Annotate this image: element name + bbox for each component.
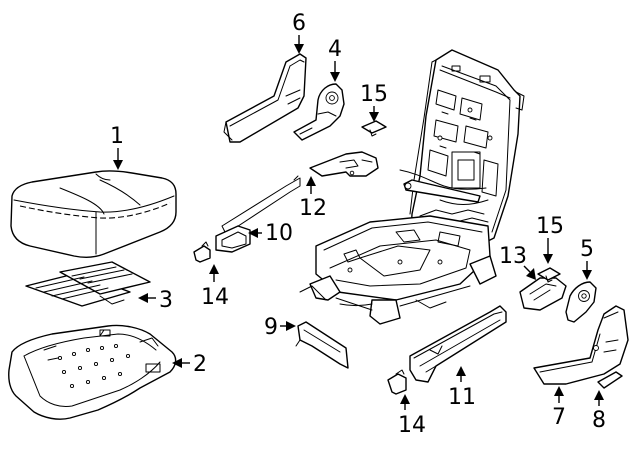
callout-2: 2 (172, 352, 207, 377)
callout-number: 6 (292, 11, 306, 36)
switch-panel (215, 175, 301, 253)
callout-number: 13 (499, 244, 527, 269)
callout-15-right: 15 (536, 214, 564, 264)
callout-15: 15 (360, 82, 388, 122)
callouts: 1 2 3 4 5 6 (110, 11, 606, 438)
callout-number: 11 (448, 385, 476, 410)
callout-14: 14 (201, 264, 229, 310)
callout-6: 6 (292, 11, 306, 54)
lower-trim-bracket (295, 321, 349, 369)
recliner-cover (293, 83, 345, 141)
callout-number: 9 (264, 315, 278, 340)
callout-7: 7 (552, 386, 566, 430)
callout-4: 4 (328, 37, 342, 82)
callout-number: 8 (592, 408, 606, 433)
callout-number: 4 (328, 37, 342, 62)
seat-heater-element (25, 261, 151, 307)
callout-11: 11 (448, 366, 476, 410)
side-shield-outer (533, 305, 629, 385)
callout-number: 1 (110, 124, 124, 149)
callout-number: 15 (536, 214, 564, 239)
callout-number: 10 (265, 221, 293, 246)
callout-8: 8 (592, 390, 606, 433)
push-fastener-right (537, 267, 561, 283)
clip-lower (387, 369, 407, 395)
callout-13: 13 (499, 244, 536, 280)
seat-frame-assembly (299, 49, 525, 325)
seat-cushion-pad (10, 170, 177, 259)
callout-number: 5 (580, 237, 594, 262)
callout-5: 5 (580, 237, 594, 280)
callout-14-lower: 14 (398, 394, 426, 438)
push-fastener (361, 120, 387, 137)
clip (193, 241, 211, 263)
seat-cushion-frame (8, 324, 177, 420)
callout-number: 2 (193, 352, 207, 377)
callout-12: 12 (299, 176, 327, 221)
seat-bracket (309, 151, 379, 177)
recliner-cover-right (565, 281, 597, 323)
callout-9: 9 (264, 315, 296, 340)
callout-number: 3 (159, 288, 173, 313)
callout-3: 3 (138, 288, 173, 313)
callout-number: 14 (201, 285, 229, 310)
switch-bezel (519, 277, 567, 311)
callout-number: 7 (552, 405, 566, 430)
track-cover (409, 305, 507, 383)
callout-number: 15 (360, 82, 388, 107)
callout-number: 14 (398, 413, 426, 438)
side-trim-small (597, 371, 623, 389)
callout-number: 12 (299, 196, 327, 221)
callout-10: 10 (248, 221, 293, 246)
side-shield-upper (223, 53, 307, 143)
callout-1: 1 (110, 124, 124, 170)
